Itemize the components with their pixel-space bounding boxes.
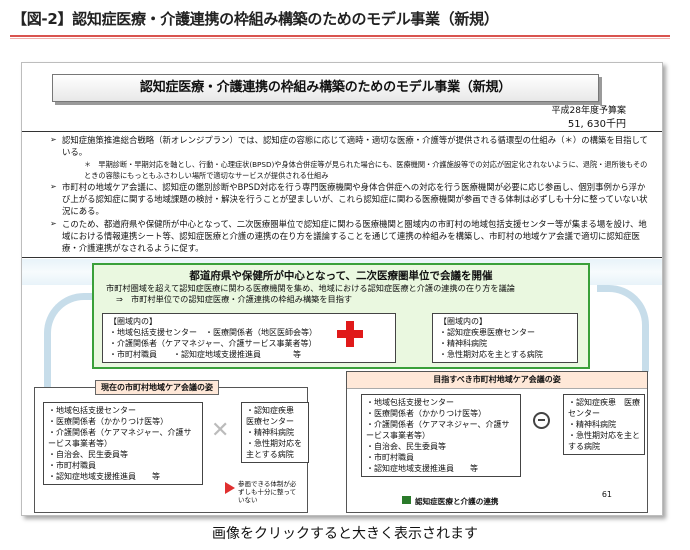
current-meeting-title: 現在の市町村地域ケア会議の姿 bbox=[95, 380, 219, 395]
page-header: 【図-2】認知症医療・介護連携の枠組み構築のためのモデル事業（新規） bbox=[12, 8, 499, 29]
regional-meeting-box: 都道府県や保健所が中心となって、二次医療圏単位で会議を開催 市町村圏域を超えて認… bbox=[92, 263, 590, 369]
legend-swatch bbox=[402, 496, 411, 504]
link-dot-icon bbox=[533, 412, 550, 429]
coop-label: 認知症医療と介護の連携 bbox=[415, 497, 499, 506]
budget-amount: 51, 630千円 bbox=[551, 118, 626, 132]
target-meeting-title: 目指すべき市町村地域ケア会議の姿 bbox=[347, 372, 647, 389]
slide-page-number: 61 bbox=[601, 490, 612, 499]
curved-arrow-right bbox=[597, 285, 649, 372]
current-meeting-box: 現在の市町村地域ケア会議の姿 ・地域包括支援センター ・医療関係者（かかりつけ医… bbox=[34, 380, 309, 513]
bullet-item: ➢市町村の地域ケア会議に、認知症の鑑別診断やBPSD対応を行う専門医療機関や身体… bbox=[50, 182, 648, 216]
budget-year: 平成28年度予算案 bbox=[551, 106, 626, 116]
plus-icon bbox=[337, 321, 363, 347]
figure-tag: 【図-2】 bbox=[12, 10, 73, 28]
slide-title: 認知症医療・介護連携の枠組み構築のためのモデル事業（新規） bbox=[52, 74, 599, 102]
current-members-list: ・地域包括支援センター ・医療関係者（かかりつけ医等） ・介護関係者（ケアマネジ… bbox=[43, 402, 203, 485]
curved-arrow-left bbox=[44, 293, 111, 390]
bullet-item: ➢認知症施策推進総合戦略（新オレンジプラン）では、認知症の容態に応じて適時・適切… bbox=[50, 135, 648, 157]
arrow-bullet-icon: ➢ bbox=[50, 135, 57, 144]
figure-title: 認知症医療・介護連携の枠組み構築のためのモデル事業（新規） bbox=[72, 10, 499, 28]
bullet-list: ➢認知症施策推進総合戦略（新オレンジプラン）では、認知症の容態に応じて適時・適切… bbox=[22, 131, 662, 258]
budget-box: 平成28年度予算案 51, 630千円 bbox=[551, 105, 626, 132]
slide-image[interactable]: 認知症医療・介護連携の枠組み構築のためのモデル事業（新規） 平成28年度予算案 … bbox=[21, 62, 663, 516]
regional-meeting-goal: ⇒ 市町村単位での認知症医療・介護連携の枠組み構築を目指す bbox=[116, 294, 353, 304]
regional-medical-box: 【圏域内の】 ・認知症疾患医療センター ・精神科病院 ・急性期対応を主とする病院 bbox=[432, 313, 578, 363]
bullet-subnote: ＊ 早期診断・早期対応を軸とし、行動・心理症状(BPSD)や身体合併症等が見られ… bbox=[84, 160, 648, 180]
header-divider-shadow bbox=[10, 38, 670, 39]
current-medical-list: ・認知症疾患 医療センター ・精神科病院 ・急性期対応を主とする病院 bbox=[241, 402, 309, 463]
bullet-item: ➢このため、都道府県や保健所が中心となって、二次医療圏単位で認知症に関わる医療機… bbox=[50, 219, 647, 253]
target-medical-list: ・認知症疾患 医療センター ・精神科病院 ・急性期対応を主とする病院 bbox=[563, 394, 645, 455]
enlarge-caption: 画像をクリックすると大きく表示されます bbox=[212, 526, 478, 542]
header-divider bbox=[10, 35, 670, 37]
regional-meeting-title: 都道府県や保健所が中心となって、二次医療圏単位で会議を開催 bbox=[189, 270, 493, 282]
arrow-bullet-icon: ➢ bbox=[50, 182, 57, 191]
target-members-list: ・地域包括支援センター ・医療関係者（かかりつけ医等） ・介護関係者（ケアマネジ… bbox=[361, 394, 521, 477]
red-triangle-icon bbox=[225, 482, 235, 494]
arrow-bullet-icon: ➢ bbox=[50, 219, 57, 228]
target-meeting-box: 目指すべき市町村地域ケア会議の姿 ・地域包括支援センター ・医療関係者（かかりつ… bbox=[346, 371, 648, 513]
cross-icon: ✕ bbox=[211, 418, 230, 443]
current-note: 参画できる体制が必ずしも十分に整っていない bbox=[238, 480, 297, 504]
regional-meeting-line: 市町村圏域を超えて認知症医療に関わる医療機関を集め、地域における認知症医療と介護… bbox=[106, 283, 515, 293]
